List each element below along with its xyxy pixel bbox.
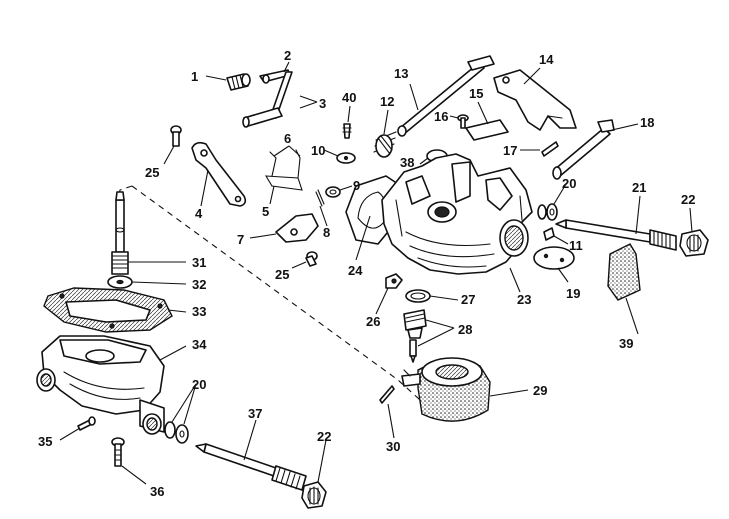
callout-29: 29 <box>533 383 547 398</box>
callout-8: 8 <box>323 225 330 240</box>
part-27-o-ring <box>405 289 431 303</box>
part-4-throttle-lever <box>191 141 247 207</box>
part-11-screw <box>543 227 555 241</box>
callout-20-right: 20 <box>562 176 576 191</box>
callout-4: 4 <box>195 206 203 221</box>
leader-lines <box>59 61 693 485</box>
callout-21: 21 <box>632 180 646 195</box>
part-35-screw <box>77 416 96 431</box>
callout-24: 24 <box>348 263 363 278</box>
part-21-needle-valve <box>555 219 677 251</box>
callout-23: 23 <box>517 292 531 307</box>
callout-20-left: 20 <box>192 377 206 392</box>
callout-7: 7 <box>237 232 244 247</box>
part-25-screw-left <box>170 125 182 147</box>
callout-12: 12 <box>380 94 394 109</box>
part-7-bracket <box>275 213 319 243</box>
callout-38: 38 <box>400 155 414 170</box>
part-13-choke-shaft <box>397 55 495 137</box>
part-20-washers-left <box>164 421 189 444</box>
part-5-clip-spring <box>264 149 303 191</box>
callout-9: 9 <box>353 178 360 193</box>
callout-32: 32 <box>192 277 206 292</box>
callout-16: 16 <box>434 109 448 124</box>
callout-6: 6 <box>284 131 291 146</box>
part-15-bracket <box>465 119 509 141</box>
callout-39: 39 <box>619 336 633 351</box>
part-25-screw-middle <box>305 251 318 267</box>
callout-34: 34 <box>192 337 207 352</box>
callout-22-lower: 22 <box>317 429 331 444</box>
callout-1: 1 <box>191 69 198 84</box>
callout-40: 40 <box>342 90 356 105</box>
part-18-shaft <box>552 119 615 180</box>
part-37-idle-needle <box>195 443 307 491</box>
part-19-disc-plate <box>533 246 575 270</box>
callout-numbers: 1 2 3 4 5 6 7 8 9 10 11 12 13 14 15 16 1… <box>38 48 695 499</box>
callout-22-upper: 22 <box>681 192 695 207</box>
callout-15: 15 <box>469 86 483 101</box>
callout-37: 37 <box>248 406 262 421</box>
part-40-screw <box>342 123 352 139</box>
callout-13: 13 <box>394 66 408 81</box>
part-14-choke-plate-lever <box>493 69 577 131</box>
callout-35: 35 <box>38 434 52 449</box>
callout-10: 10 <box>311 143 325 158</box>
part-20-washers-right <box>537 203 558 221</box>
part-9-washer <box>325 186 341 198</box>
part-32-washer <box>107 275 133 289</box>
callout-36: 36 <box>150 484 164 499</box>
part-22-packing-nut-lower <box>301 481 327 509</box>
callout-25-left: 25 <box>145 165 159 180</box>
part-23-carburetor-body <box>381 153 533 275</box>
callout-28: 28 <box>458 322 472 337</box>
callout-5: 5 <box>262 204 269 219</box>
part-12-coil-spring <box>373 131 397 158</box>
callout-11: 11 <box>569 238 583 253</box>
callout-14: 14 <box>539 52 554 67</box>
callout-25-middle: 25 <box>275 267 289 282</box>
callout-19: 19 <box>566 286 580 301</box>
part-16-screw <box>457 114 469 129</box>
part-28-float-valve <box>403 309 427 363</box>
part-2-throttle-shaft <box>242 69 293 128</box>
part-1-spring-screw <box>226 73 251 91</box>
callout-26: 26 <box>366 314 380 329</box>
part-22-packing-nut-upper <box>679 229 709 257</box>
part-26-nut <box>385 273 403 289</box>
part-39-filter-screen <box>607 243 641 301</box>
part-33-bowl-gasket <box>43 287 173 333</box>
callout-2: 2 <box>284 48 291 63</box>
callout-18: 18 <box>640 115 654 130</box>
callout-30: 30 <box>386 439 400 454</box>
callout-27: 27 <box>461 292 475 307</box>
callout-33: 33 <box>192 304 206 319</box>
callout-3: 3 <box>319 96 326 111</box>
callout-17: 17 <box>503 143 517 158</box>
part-34-float-bowl <box>36 335 165 435</box>
part-17-pin <box>541 141 559 157</box>
part-31-main-jet-tube <box>111 191 129 275</box>
part-36-bolt <box>111 437 125 467</box>
part-29-float <box>401 357 491 422</box>
part-8-pin <box>315 189 325 207</box>
callout-31: 31 <box>192 255 206 270</box>
part-30-hinge-pin <box>379 385 395 404</box>
part-10-disc <box>336 152 356 164</box>
